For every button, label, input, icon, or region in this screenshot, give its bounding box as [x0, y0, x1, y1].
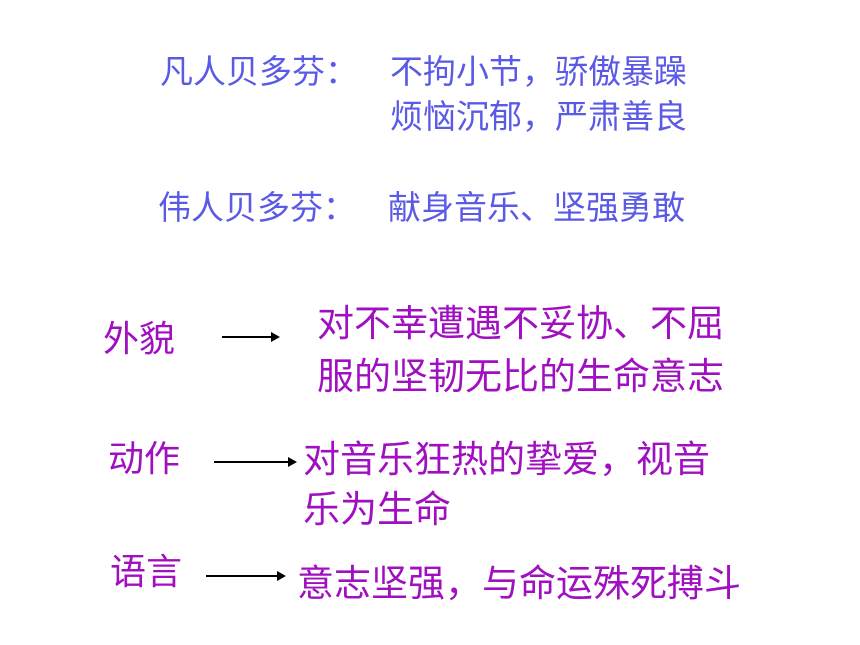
appearance-desc-line1: 对不幸遭遇不妥协、不屈: [317, 302, 724, 345]
ordinary-beethoven-traits-line2: 烦恼沉郁，严肃善良: [390, 97, 687, 136]
great-beethoven-prefix: 伟人贝多芬：: [158, 188, 356, 227]
arrow-icon: [206, 569, 286, 583]
appearance-desc-line2: 服的坚韧无比的生命意志: [317, 355, 724, 398]
label-appearance: 外貌: [103, 319, 176, 360]
label-language: 语言: [110, 552, 183, 593]
action-desc-line2: 乐为生命: [303, 488, 451, 531]
ordinary-beethoven-prefix: 凡人贝多芬：: [160, 52, 358, 91]
label-action: 动作: [108, 439, 181, 480]
language-desc: 意志坚强，与命运殊死搏斗: [297, 562, 741, 605]
great-beethoven-traits: 献身音乐、坚强勇敢: [388, 188, 685, 227]
action-desc-line1: 对音乐狂热的挚爱，视音: [303, 438, 710, 481]
arrow-icon: [214, 455, 297, 469]
ordinary-beethoven-traits-line1: 不拘小节，骄傲暴躁: [390, 52, 687, 91]
arrow-icon: [222, 330, 280, 344]
